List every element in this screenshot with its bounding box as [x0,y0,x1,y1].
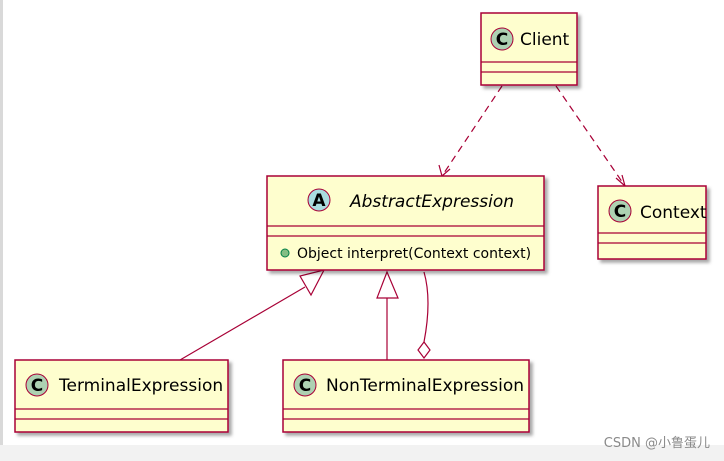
class-nonterminal-expression[interactable]: C NonTerminalExpression [282,359,530,433]
dependency-client-abstract [441,85,503,177]
class-stereotype-icon [293,373,317,397]
class-name: Client [520,30,570,50]
aggregation-line [423,271,429,343]
class-abstract-expression[interactable]: A AbstractExpression Object interpret(Co… [266,175,545,271]
class-name: TerminalExpression [58,376,223,396]
class-stereotype-icon [490,27,514,51]
watermark-text: CSDN @小鲁蛋儿 [603,436,710,451]
class-client[interactable]: C Client [480,12,578,86]
class-stereotype-icon [608,199,632,223]
class-context[interactable]: C Context [597,185,707,260]
class-terminal-expression[interactable]: C TerminalExpression [14,359,229,433]
stereotype-letter: C [614,202,626,222]
method-interpret: Object interpret(Context context) [297,246,531,262]
class-name: Context [640,203,707,223]
window-left-edge [0,0,3,461]
class-name: NonTerminalExpression [326,376,524,396]
inheritance-terminal-line [179,286,306,361]
dependency-client-context [555,85,626,187]
public-method-icon [280,248,290,258]
abstract-stereotype-icon [307,188,331,212]
stereotype-letter: A [312,191,326,211]
class-name: AbstractExpression [349,192,514,212]
class-stereotype-icon [25,373,49,397]
window-bottom-strip [0,445,724,461]
inheritance-nonterminal-triangle [376,270,399,299]
stereotype-letter: C [496,30,508,50]
aggregation-diamond [417,341,431,359]
stereotype-letter: C [299,376,311,396]
inheritance-terminal-triangle [299,269,326,297]
stereotype-letter: C [31,376,43,396]
